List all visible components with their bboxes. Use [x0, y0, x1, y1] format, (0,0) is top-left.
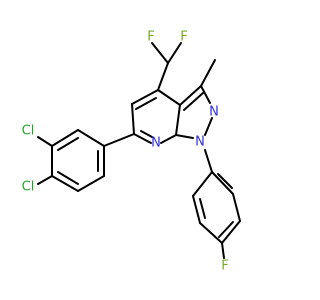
bond-fp1-fp2 [211, 171, 234, 195]
bond-ar4-ar5 [51, 175, 79, 192]
bond-c4-c5 [131, 89, 159, 105]
bond-ar4-ar5-inner [57, 171, 79, 185]
atom-f-right: F [180, 30, 187, 45]
bond-ar2-ar3 [51, 129, 79, 147]
bond-n1-ar1 [204, 149, 213, 173]
bond-fp5-fp6-inner [199, 198, 206, 219]
bond-fp5-fp6 [192, 195, 201, 224]
atom-cl-lower: Cl [22, 180, 35, 195]
bond-n1-c7a [175, 134, 194, 139]
bond-cf-left [151, 42, 169, 64]
bond-c6-n7-inner [140, 130, 153, 138]
atom-n-pyrazole-1: N [195, 135, 205, 150]
bond-ar1-ar2 [77, 129, 105, 147]
bond-ar3-cl [37, 136, 53, 147]
bond-fp4-fp5 [199, 222, 223, 244]
bond-c3-methyl [200, 59, 216, 87]
bond-n2-n1 [204, 117, 213, 136]
bond-c7a-c3a [175, 104, 181, 136]
atom-f-para: F [221, 259, 228, 274]
bond-fp1-fp2-inner [217, 173, 233, 189]
bond-fp3-fp4-inner [218, 221, 234, 238]
bond-fp4-f [221, 242, 225, 259]
bond-c5-c6 [131, 103, 135, 135]
molecule-diagram: F F N N N Cl Cl F [22, 30, 241, 274]
bond-fp3-fp4 [221, 220, 241, 244]
bond-c3a-c4 [157, 89, 181, 106]
bond-c3a-c3 [179, 85, 202, 106]
bond-fp6-fp1 [192, 171, 213, 197]
bond-fp2-fp3 [232, 193, 241, 222]
bond-n7-c7a [160, 134, 177, 144]
bond-c3-n2 [200, 85, 211, 104]
atom-n-pyrazole-2: N [209, 105, 219, 120]
bond-c6-ar1 [103, 133, 135, 147]
bond-ar5-ar6 [77, 175, 105, 192]
bond-c4-chf2 [157, 62, 169, 91]
bond-c4-c5-inner [135, 97, 157, 110]
bond-c3a-c3-inner [183, 92, 204, 111]
atom-f-left: F [147, 30, 154, 45]
bond-layer [37, 42, 241, 259]
bond-cf-right [167, 42, 182, 64]
bond-ar2-ar3-inner [57, 137, 79, 151]
bond-c6-n7 [133, 133, 152, 144]
atom-n-pyridine: N [151, 136, 161, 151]
atom-cl-upper: Cl [22, 124, 35, 139]
bond-ar4-cl [37, 175, 53, 185]
atom-label-layer: F F N N N Cl Cl F [22, 30, 229, 274]
